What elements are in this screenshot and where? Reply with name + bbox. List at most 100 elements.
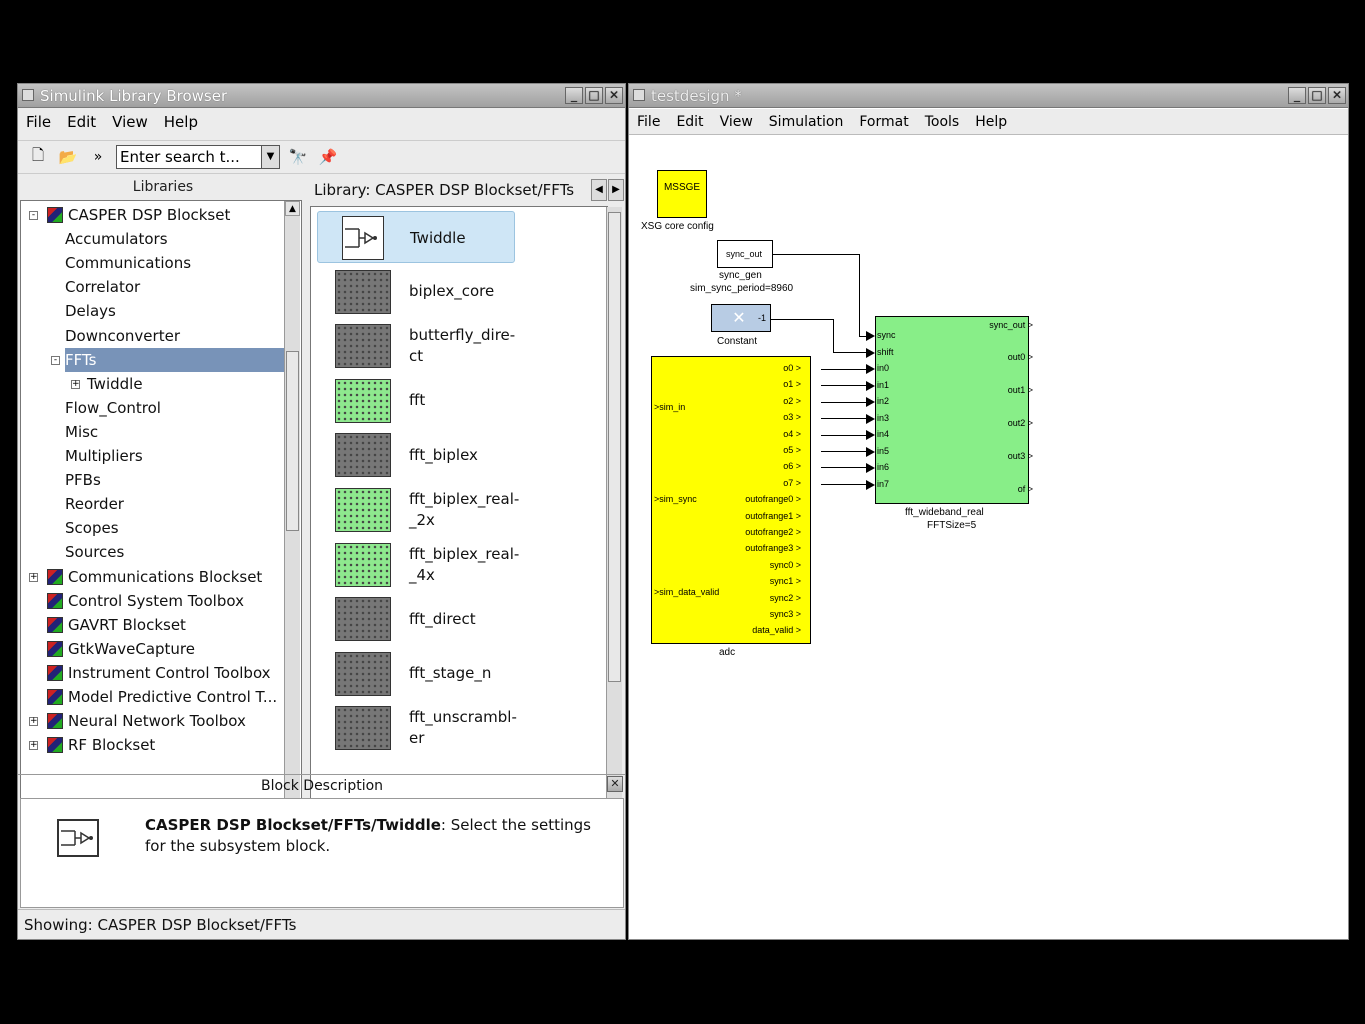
- adc-output-port: o3 >: [783, 412, 801, 423]
- tree-item[interactable]: Communications Blockset: [47, 565, 262, 589]
- tree-item-label: Reorder: [65, 495, 124, 514]
- library-block-item[interactable]: fft_direct: [317, 593, 515, 645]
- collapse-icon[interactable]: -: [29, 211, 38, 220]
- pin-window-icon[interactable]: 📌: [318, 148, 338, 166]
- minimize-button[interactable]: _: [1288, 87, 1306, 104]
- expand-icon[interactable]: +: [29, 571, 38, 582]
- arrow-icon: [866, 413, 875, 424]
- tree-item[interactable]: Neural Network Toolbox: [47, 709, 246, 733]
- maximize-button[interactable]: □: [1308, 87, 1326, 104]
- tree-item[interactable]: CASPER DSP Blockset: [47, 203, 230, 227]
- search-input[interactable]: Enter search t... ▼: [116, 145, 280, 169]
- tree-item[interactable]: FFTs: [65, 347, 285, 372]
- menu-view[interactable]: View: [112, 113, 148, 131]
- expand-icon[interactable]: +: [71, 378, 80, 389]
- library-block-item[interactable]: fft_stage_n: [317, 648, 515, 700]
- scroll-thumb[interactable]: [608, 212, 621, 682]
- library-icon: [47, 640, 63, 657]
- close-description-button[interactable]: ✕: [607, 776, 623, 792]
- scroll-up-arrow[interactable]: ▲: [285, 201, 300, 216]
- window-menu-icon[interactable]: [22, 89, 34, 101]
- tree-item[interactable]: Misc: [65, 420, 98, 444]
- constant-block[interactable]: -1 ✕: [711, 304, 771, 332]
- tree-item[interactable]: Instrument Control Toolbox: [47, 661, 271, 685]
- block-label: butterfly_dire- ct: [409, 326, 516, 366]
- collapse-icon[interactable]: -: [51, 355, 60, 365]
- model-titlebar[interactable]: testdesign * _ □ ✕: [629, 84, 1348, 108]
- close-button[interactable]: ✕: [1328, 87, 1346, 104]
- xsg-core-config-block[interactable]: MSSGE: [657, 170, 707, 218]
- adc-output-port: sync3 >: [769, 609, 801, 619]
- block-label: fft_unscrambl- er: [409, 708, 517, 748]
- model-window-title: testdesign *: [651, 87, 742, 105]
- fft-wideband-real-block[interactable]: [875, 316, 1029, 504]
- tree-item[interactable]: Accumulators: [65, 227, 168, 251]
- library-block-item[interactable]: fft_unscrambl- er: [317, 702, 517, 754]
- close-button[interactable]: ✕: [605, 87, 623, 104]
- tree-item[interactable]: Correlator: [65, 275, 140, 299]
- model-canvas[interactable]: MSSGE XSG core config sync_out sync_gen …: [629, 136, 1348, 939]
- expand-icon[interactable]: +: [29, 716, 38, 727]
- tree-item-label: GtkWaveCapture: [68, 639, 196, 658]
- maximize-button[interactable]: □: [585, 87, 603, 104]
- menu-edit[interactable]: Edit: [67, 113, 97, 131]
- library-block-item[interactable]: fft_biplex_real- _2x: [317, 484, 519, 536]
- menu-format[interactable]: Format: [859, 113, 909, 130]
- block-thumbnail-icon: [335, 651, 391, 696]
- fft-input-port: in3: [877, 412, 890, 423]
- tree-item[interactable]: Model Predictive Control T...: [47, 685, 277, 709]
- tree-item[interactable]: Flow_Control: [65, 396, 161, 420]
- tree-item[interactable]: Communications: [65, 251, 191, 275]
- tree-scrollbar[interactable]: ▲ ▼ ▼: [284, 201, 300, 851]
- new-model-icon[interactable]: 🗋: [31, 145, 45, 164]
- tree-item[interactable]: Control System Toolbox: [47, 589, 244, 613]
- tree-item[interactable]: RF Blockset: [47, 733, 155, 757]
- sync-gen-block[interactable]: sync_out: [717, 240, 773, 268]
- tree-item[interactable]: Reorder: [65, 492, 124, 516]
- block-label: fft: [409, 391, 426, 410]
- menu-file[interactable]: File: [637, 113, 661, 130]
- menu-view[interactable]: View: [719, 113, 753, 130]
- menu-simulation[interactable]: Simulation: [768, 113, 844, 130]
- menu-tools[interactable]: Tools: [924, 113, 960, 130]
- minimize-button[interactable]: _: [565, 87, 583, 104]
- library-block-item[interactable]: fft_biplex: [317, 429, 515, 481]
- tree-item[interactable]: Multipliers: [65, 444, 143, 468]
- menu-help[interactable]: Help: [163, 113, 198, 131]
- tree-item[interactable]: Twiddle: [87, 372, 143, 396]
- xsg-caption: XSG core config: [641, 221, 714, 232]
- adc-block[interactable]: [651, 356, 811, 644]
- tree-item[interactable]: Sources: [65, 540, 124, 564]
- menu-help[interactable]: Help: [975, 113, 1008, 130]
- blocklist-scrollbar[interactable]: ▲ ▼: [606, 207, 622, 845]
- tree-item[interactable]: Downconverter: [65, 324, 180, 348]
- tree-item[interactable]: Delays: [65, 299, 116, 323]
- menu-file[interactable]: File: [26, 113, 52, 131]
- library-icon: [47, 592, 63, 609]
- library-block-item[interactable]: fft_biplex_real- _4x: [317, 539, 519, 591]
- scroll-thumb[interactable]: [286, 351, 299, 531]
- tree-item[interactable]: PFBs: [65, 468, 101, 492]
- tree-item[interactable]: Scopes: [65, 516, 119, 540]
- block-thumbnail-icon: [335, 269, 391, 314]
- window-menu-icon[interactable]: [633, 89, 645, 101]
- sync-gen-caption: sync_gen: [719, 270, 762, 281]
- library-block-item[interactable]: Twiddle: [317, 211, 515, 263]
- tree-item[interactable]: GAVRT Blockset: [47, 613, 186, 637]
- library-prev-icon[interactable]: ◀: [591, 179, 607, 201]
- library-block-item[interactable]: fft: [317, 375, 515, 427]
- more-chevron-icon[interactable]: »: [93, 149, 103, 165]
- menu-edit[interactable]: Edit: [676, 113, 704, 130]
- expand-icon[interactable]: +: [29, 740, 38, 751]
- library-block-item[interactable]: biplex_core: [317, 266, 515, 318]
- open-folder-icon[interactable]: 📂: [58, 148, 78, 166]
- library-next-icon[interactable]: ▶: [608, 179, 624, 201]
- fft-output-port: out3 >: [1007, 451, 1033, 461]
- tree-item-label: PFBs: [65, 471, 101, 490]
- tree-item[interactable]: GtkWaveCapture: [47, 637, 195, 661]
- search-dropdown-icon[interactable]: ▼: [261, 146, 279, 168]
- library-browser-titlebar[interactable]: Simulink Library Browser _ □ ✕: [18, 84, 625, 108]
- find-binoculars-icon[interactable]: 🔭: [288, 148, 308, 166]
- library-block-item[interactable]: butterfly_dire- ct: [317, 320, 515, 372]
